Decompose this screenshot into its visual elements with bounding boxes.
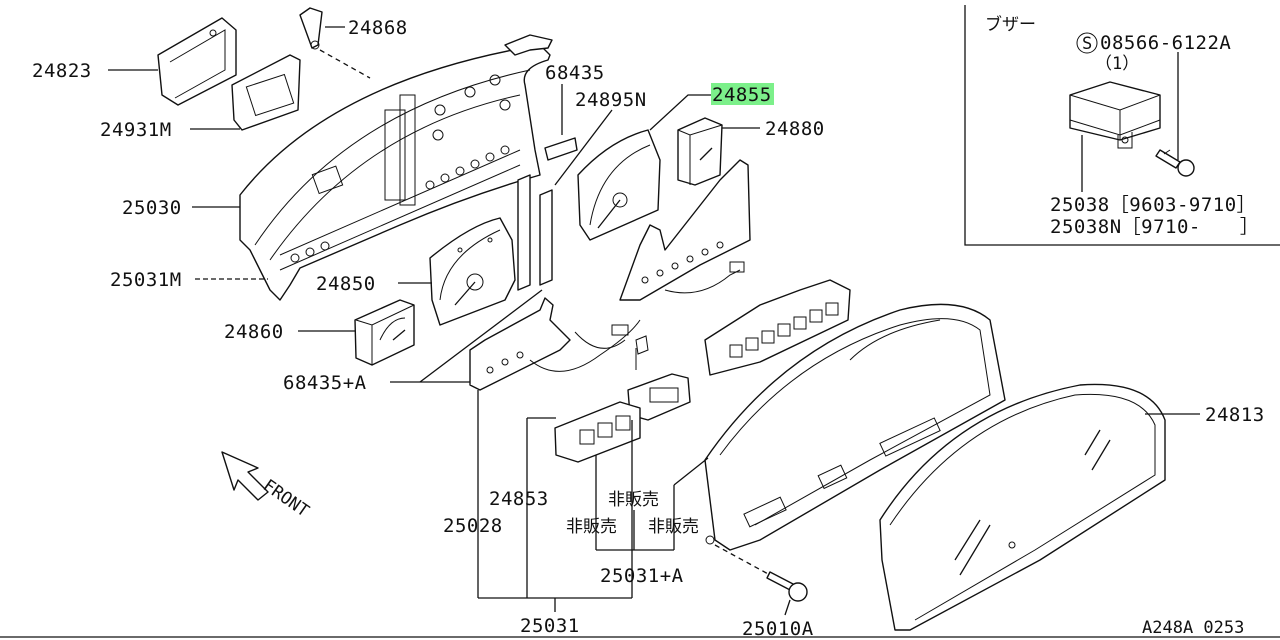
part-switch-block-left bbox=[554, 401, 641, 463]
screw-symbol-letter: S bbox=[1082, 34, 1092, 54]
dash-25010A bbox=[714, 544, 771, 576]
part-circuit-board bbox=[619, 159, 751, 301]
callout-24850[interactable]: 24850 bbox=[316, 273, 376, 295]
leader-24895N bbox=[554, 109, 613, 186]
highlight-24855 bbox=[711, 83, 774, 105]
part-clip-24868 bbox=[299, 7, 323, 50]
leader-tree-not-sold bbox=[595, 455, 709, 551]
part-gauge-24850 bbox=[429, 217, 516, 326]
callout-68435[interactable]: 68435 bbox=[545, 62, 605, 84]
callout-25028[interactable]: 25028 bbox=[443, 515, 503, 537]
front-arrow-icon bbox=[221, 451, 269, 501]
leader-25010A bbox=[784, 599, 791, 616]
housing-bulb-holes bbox=[290, 74, 511, 263]
not-sold-label-1: 非販売 bbox=[608, 490, 659, 510]
part-lens-24813 bbox=[879, 383, 1166, 631]
diagram-id: A248A 0253 bbox=[1142, 618, 1244, 638]
part-plate-24931M bbox=[231, 54, 301, 131]
callout-24868[interactable]: 24868 bbox=[348, 17, 408, 39]
part-circuit-68435A bbox=[469, 297, 641, 391]
buzzer-icon bbox=[1069, 81, 1161, 149]
part-gauge-24860 bbox=[354, 299, 415, 366]
leader-24855 bbox=[649, 94, 712, 131]
callout-25030[interactable]: 25030 bbox=[122, 197, 182, 219]
part-switch-block-right bbox=[704, 279, 851, 376]
screw-symbol-icon bbox=[1076, 32, 1098, 54]
callout-24931M[interactable]: 24931M bbox=[100, 119, 172, 141]
front-label: FRONT bbox=[259, 476, 312, 522]
callout-24895N[interactable]: 24895N bbox=[575, 89, 647, 111]
screw-icon bbox=[1155, 149, 1195, 177]
part-screw-25010A bbox=[766, 571, 808, 602]
not-sold-label-2: 非販売 bbox=[566, 517, 617, 537]
callout-08566[interactable]: 08566-6122A bbox=[1100, 32, 1231, 54]
part-light-68435 bbox=[544, 137, 578, 161]
housing-tab bbox=[504, 34, 553, 56]
callout-24823[interactable]: 24823 bbox=[32, 60, 92, 82]
callout-24855[interactable]: 24855 bbox=[712, 84, 772, 106]
part-speedometer-24855 bbox=[577, 129, 661, 241]
leader-68435A-diag bbox=[419, 289, 543, 383]
leader-tree-25031 bbox=[477, 390, 633, 612]
callout-25038[interactable]: 25038［9603-9710］ bbox=[1050, 194, 1256, 216]
buzzer-inset: ブザー S 08566-6122A （1） 25038［9603-9710］ 2… bbox=[964, 5, 1280, 246]
part-gauge-24880 bbox=[677, 117, 723, 186]
callout-24853[interactable]: 24853 bbox=[489, 488, 549, 510]
part-housing-25030 bbox=[239, 34, 553, 301]
callout-25031[interactable]: 25031 bbox=[520, 615, 580, 637]
not-sold-label-3: 非販売 bbox=[648, 517, 699, 537]
part-strip-24895N bbox=[517, 174, 553, 291]
buzzer-title: ブザー bbox=[985, 14, 1036, 35]
inset-frame bbox=[964, 5, 1280, 246]
callout-24880[interactable]: 24880 bbox=[765, 118, 825, 140]
part-bezel-25031 bbox=[704, 303, 1006, 551]
callout-25010A[interactable]: 25010A bbox=[742, 618, 814, 640]
callout-25031M[interactable]: 25031M bbox=[110, 269, 182, 291]
callout-68435A[interactable]: 68435+A bbox=[283, 372, 367, 394]
screw-quantity: （1） bbox=[1095, 54, 1139, 74]
callout-24813[interactable]: 24813 bbox=[1205, 404, 1265, 426]
part-bracket-24823 bbox=[157, 17, 237, 106]
callout-25038N[interactable]: 25038N［9710- ］ bbox=[1050, 216, 1259, 238]
callout-25031A[interactable]: 25031+A bbox=[600, 565, 684, 587]
dash-24868 bbox=[319, 49, 371, 79]
callout-24860[interactable]: 24860 bbox=[224, 321, 284, 343]
